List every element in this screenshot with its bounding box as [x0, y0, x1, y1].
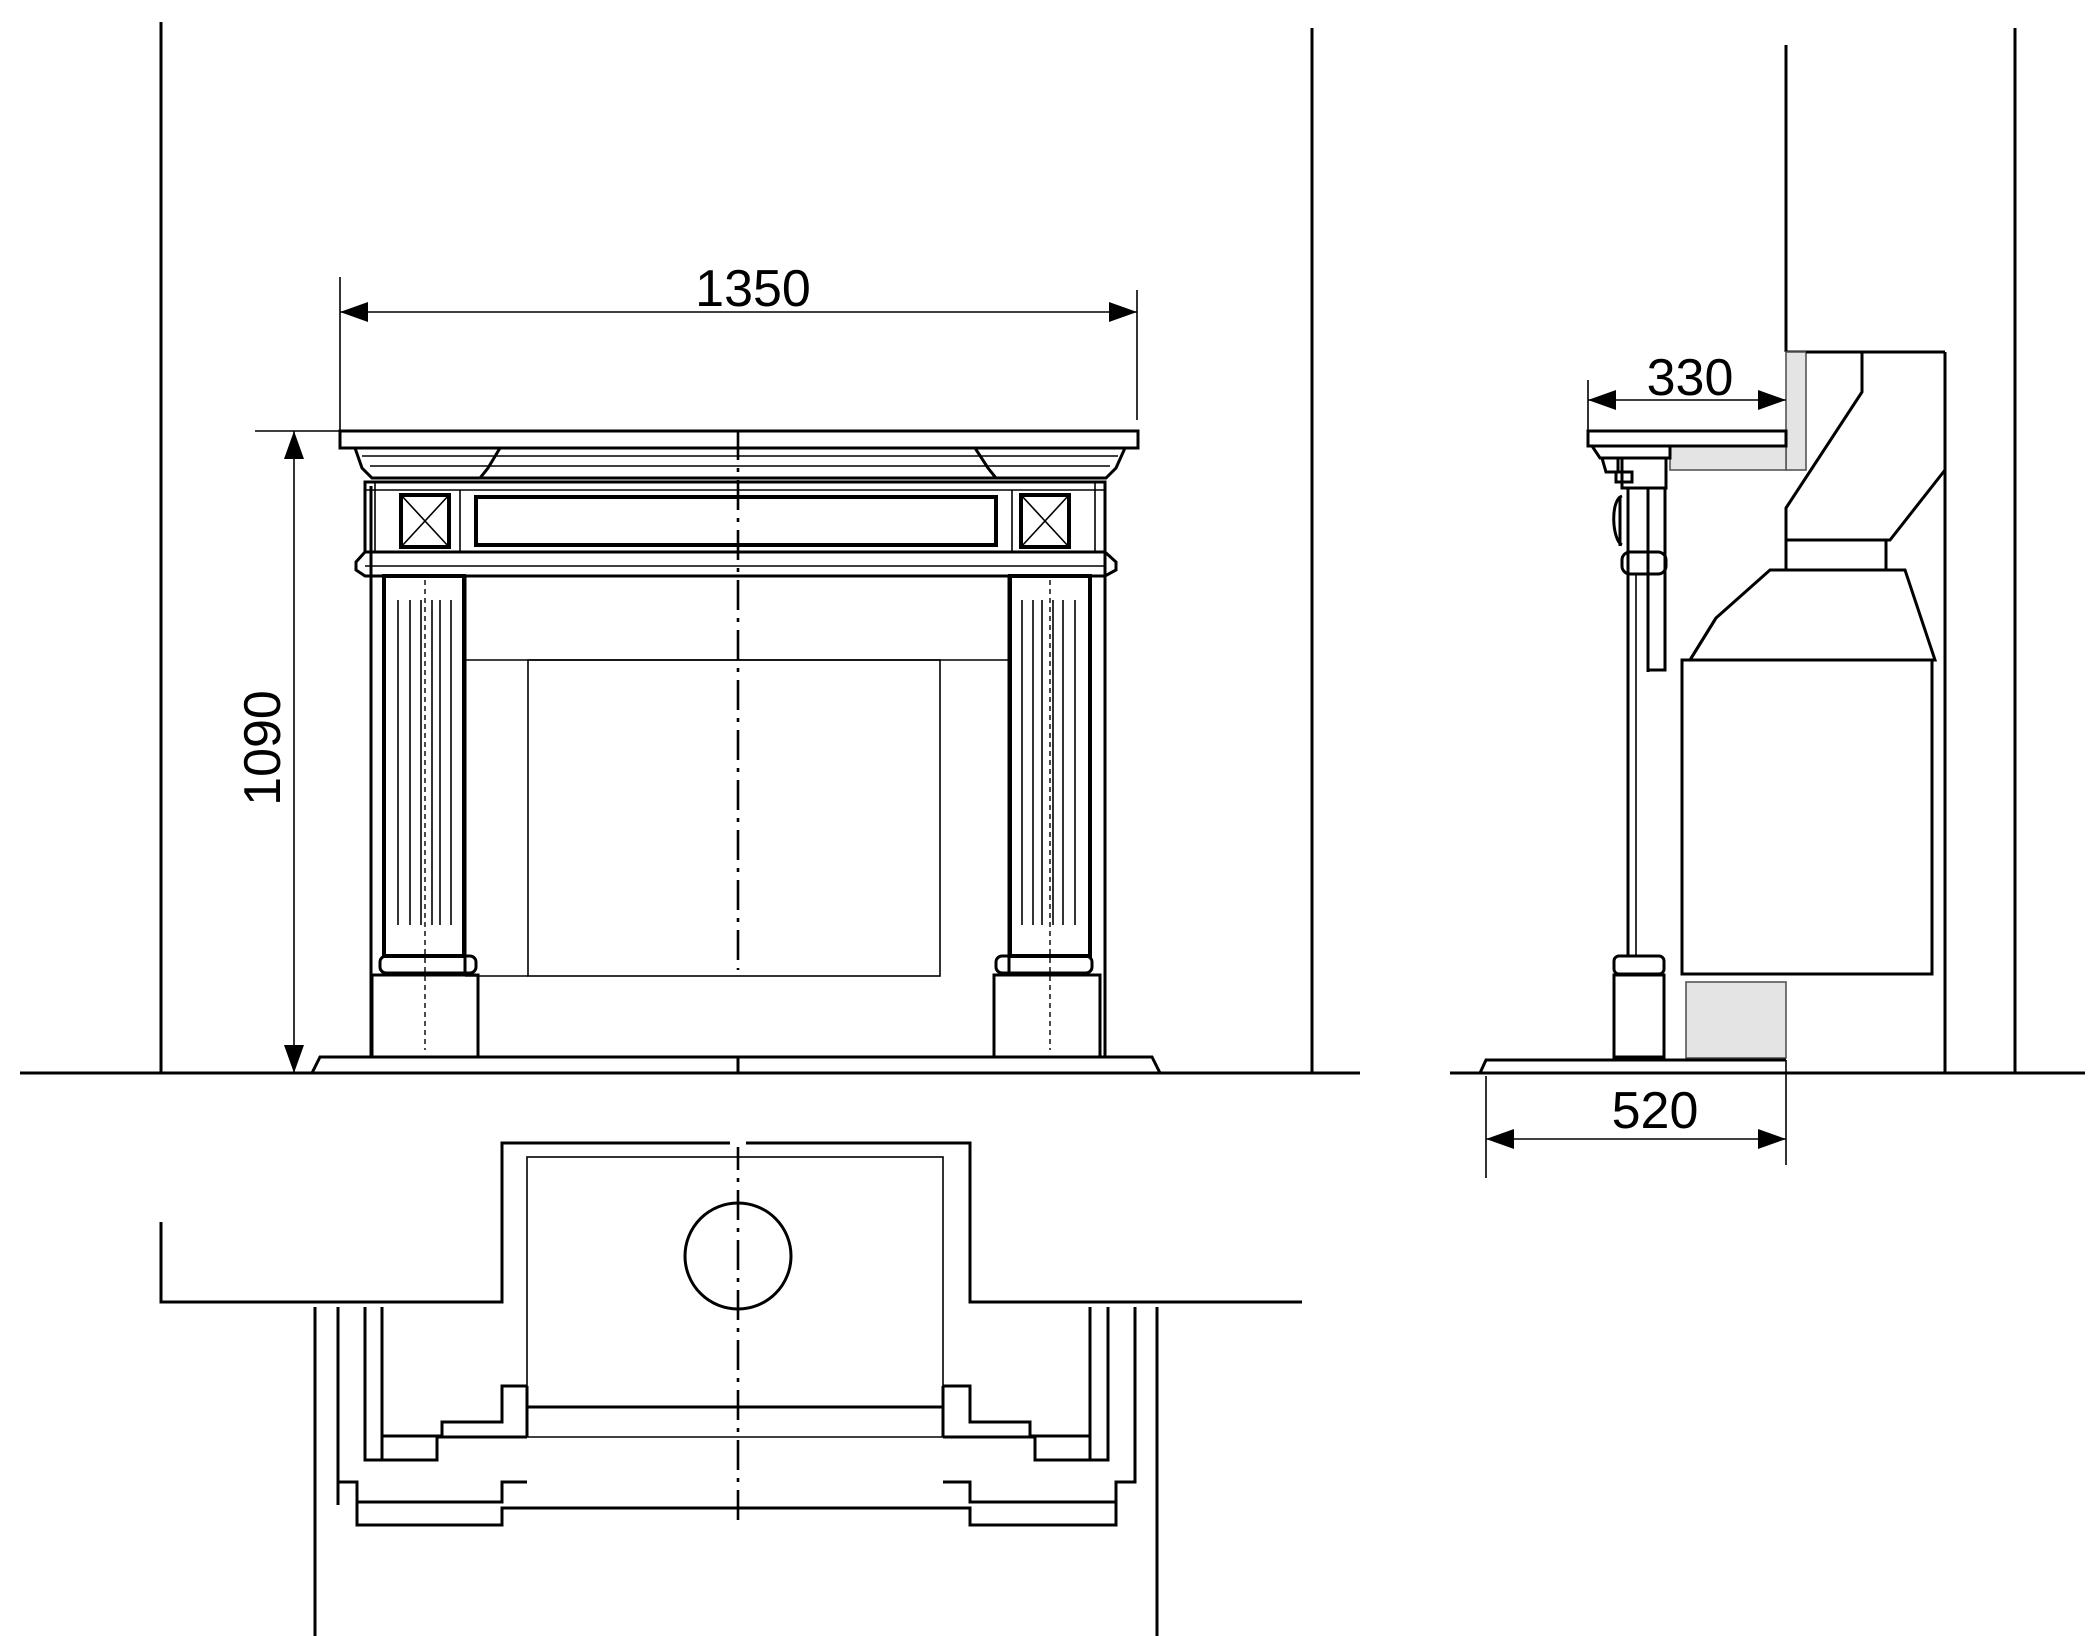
cornice-left	[352, 446, 503, 480]
frieze-panel	[474, 495, 998, 547]
front-elevation-view: 1350 1090	[20, 22, 1360, 1075]
side-mantel-shelf	[1586, 429, 1788, 448]
side-depth-label: 330	[1647, 349, 1734, 407]
column-left	[382, 574, 466, 958]
depth-dimension-520: 520	[1485, 1060, 1787, 1178]
flue-collar	[1784, 538, 1888, 572]
hearth-plinth	[310, 1055, 1162, 1074]
base-depth-label: 520	[1612, 1082, 1699, 1140]
side-firebox	[1680, 658, 1934, 976]
height-dimension: 1090	[234, 430, 340, 1073]
cornice-right	[972, 446, 1128, 480]
width-label: 1350	[695, 260, 811, 318]
depth-dimension-330: 330	[1587, 349, 1786, 430]
width-dimension: 1350	[339, 260, 1138, 430]
corner-block-right	[1019, 493, 1071, 549]
firebox-insert	[527, 659, 941, 977]
column-plinth-right	[992, 973, 1102, 1059]
plan-firebox	[526, 1156, 944, 1408]
side-elevation-view: 330 520	[1450, 28, 2085, 1178]
plan-view	[159, 1139, 1302, 1636]
wall-insulation	[1785, 351, 1807, 471]
corner-block-left	[399, 493, 451, 549]
height-label: 1090	[234, 690, 292, 806]
plan-pilaster-right	[943, 1307, 1137, 1504]
capital-band	[354, 550, 1118, 578]
base-insulation	[1685, 981, 1787, 1059]
column-base-molding-left	[378, 954, 478, 975]
chimney-hood	[1784, 350, 1947, 542]
column-base-molding-right	[994, 954, 1094, 975]
wall-recess-outline	[159, 1141, 1302, 1304]
